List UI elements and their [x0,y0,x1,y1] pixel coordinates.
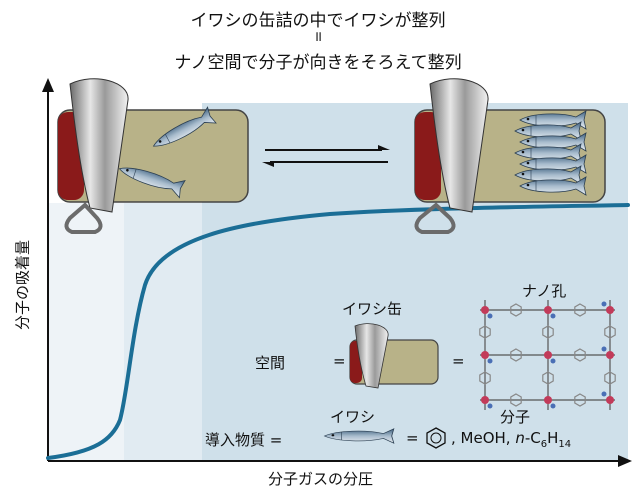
equals-1: = [333,352,346,370]
molecule-label: 分子 [500,408,531,426]
equals-2: = [452,352,465,370]
equals-3: = [406,429,419,447]
can-label: イワシ缶 [342,300,403,318]
sardine-label: イワシ [330,408,376,426]
intro-label: 導入物質 = [205,431,283,449]
species-sub6: 6 [540,439,548,450]
title-line1: イワシの缶詰の中でイワシが整列 [190,11,446,31]
left-sardine-can [57,78,249,234]
benzene-icon [426,427,446,449]
title-line2: ナノ空間で分子が向きをそろえて整列 [174,53,462,73]
species-rest-1: , MeOH, [451,429,516,447]
space-label: 空間 [255,354,286,372]
equilibrium-arrows [262,145,390,167]
species-sub14: 14 [558,439,572,450]
axes [42,78,632,467]
small-can-icon [349,323,439,389]
y-axis-label: 分子の吸着量 [13,239,32,331]
species-h: H [547,429,559,447]
species-list: , MeOH, n-C6H14 [451,429,571,450]
title-equals: ॥ [313,29,323,45]
species-n: n [515,429,525,447]
species-rest-2: -C [524,429,541,447]
pore-label: ナノ孔 [522,282,567,300]
right-sardine-can [414,78,606,234]
band-light [48,203,124,461]
nanopore-framework [479,300,616,410]
x-axis-label: 分子ガスの分圧 [268,470,374,488]
band-mid [124,203,202,461]
